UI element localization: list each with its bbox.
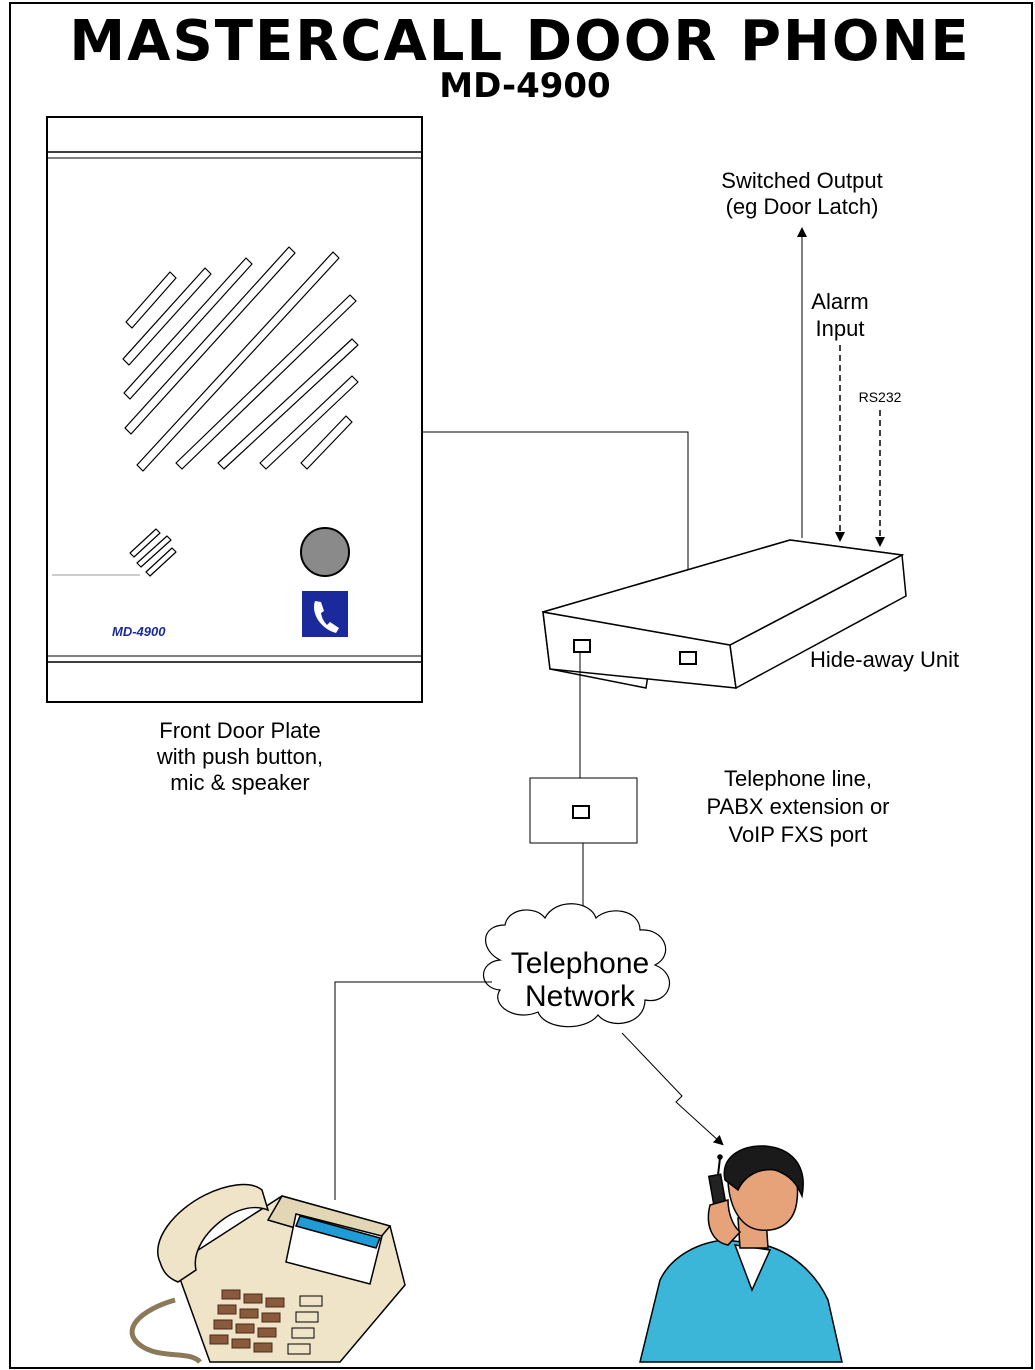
hide-away-caption: Hide-away Unit <box>810 647 959 672</box>
telephone-line-label-line-1: Telephone line, <box>724 766 872 791</box>
telephone-line-label-line-2: PABX extension or <box>706 794 889 819</box>
handset-badge-icon <box>302 591 348 637</box>
door-plate-caption: Front Door Plate with push button, mic &… <box>156 718 323 795</box>
door-plate-caption-line-2: with push button, <box>156 744 323 769</box>
mobile-user-icon <box>639 1145 843 1363</box>
switched-output-label-line-1: Switched Output <box>721 168 882 193</box>
network-to-deskphone-cable <box>334 981 492 1200</box>
alarm-input-label-line-1: Alarm <box>811 289 868 314</box>
wireless-link-arrow <box>621 1032 724 1146</box>
push-button-icon <box>300 527 350 577</box>
wall-socket <box>529 777 638 844</box>
door-plate-caption-line-1: Front Door Plate <box>159 718 320 743</box>
page-border <box>9 2 1033 1369</box>
unit-line-port-icon <box>573 639 591 653</box>
alarm-input-label-line-2: Input <box>816 316 865 341</box>
switched-output-label-line-2: (eg Door Latch) <box>726 194 879 219</box>
microphone-icon <box>129 528 177 577</box>
unit-door-port-icon <box>679 651 697 665</box>
telephone-line-label-line-3: VoIP FXS port <box>728 822 867 847</box>
rs232-label: RS232 <box>859 389 902 405</box>
wall-socket-port-icon <box>572 805 590 819</box>
door-plate-caption-line-3: mic & speaker <box>170 770 309 795</box>
front-door-plate: MD-4900 <box>46 116 423 703</box>
desk-phone-icon <box>129 1183 406 1364</box>
page-title: MASTERCALL DOOR PHONE <box>69 9 970 74</box>
plate-model-label: MD-4900 <box>112 624 166 639</box>
network-label-line-2: Network <box>525 980 636 1013</box>
speaker-grille-icon <box>122 246 359 472</box>
telephone-network-cloud-icon <box>483 903 671 1028</box>
page-subtitle: MD-4900 <box>439 66 610 106</box>
network-label-line-1: Telephone <box>511 947 649 980</box>
hide-away-unit <box>542 539 907 690</box>
